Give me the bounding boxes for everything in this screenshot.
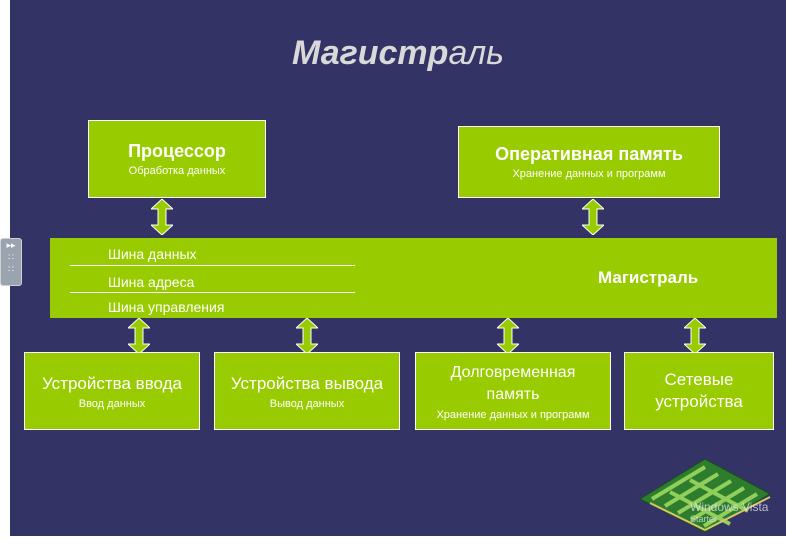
maze-decoration (638, 458, 772, 533)
network-devices-box: Сетевые устройства (624, 352, 774, 430)
ram-subtitle: Хранение данных и программ (512, 168, 666, 180)
output-title: Устройства вывода (230, 373, 384, 393)
network-bus-arrow (684, 318, 706, 354)
storage-box: Долговременная память Хранение данных и … (415, 352, 611, 430)
data-bus-label: Шина данных (108, 246, 197, 262)
storage-subtitle: Хранение данных и программ (436, 408, 590, 421)
slide-panel-handle[interactable]: ▸▸ ∷∷ (0, 238, 22, 286)
watermark-line1: Windows Vista (690, 500, 769, 514)
storage-line1: Долговременная (450, 363, 576, 381)
storage-line2: память (486, 385, 540, 403)
control-bus-label: Шина управления (108, 299, 225, 315)
output-devices-box: Устройства вывода Вывод данных (214, 352, 400, 430)
cpu-bus-arrow (151, 199, 173, 235)
storage-bus-arrow (497, 318, 519, 354)
ram-title: Оперативная память (495, 144, 683, 164)
cpu-box: Процессор Обработка данных (88, 120, 266, 198)
slide: Магистраль Процессор Обработка данных Оп… (10, 0, 786, 536)
input-title: Устройства ввода (42, 373, 182, 393)
grip-icon: ∷∷ (8, 252, 14, 274)
output-bus-arrow (296, 318, 318, 354)
input-bus-arrow (128, 318, 150, 354)
output-subtitle: Вывод данных (269, 397, 345, 410)
data-bus-line (70, 265, 355, 266)
title-regular-part: аль (448, 34, 505, 72)
input-subtitle: Ввод данных (78, 397, 146, 410)
input-devices-box: Устройства ввода Ввод данных (24, 352, 200, 430)
watermark-text: Windows Vista Starter (690, 500, 768, 524)
ram-bus-arrow (582, 199, 604, 235)
network-line1: Сетевые (664, 370, 734, 389)
system-bus: Шина данных Шина адреса Шина управления … (50, 238, 777, 318)
title-bold-part: Магистр (291, 34, 449, 72)
expand-arrows-icon: ▸▸ (6, 240, 16, 250)
network-line2: устройства (655, 392, 743, 411)
slide-title: Магистраль (10, 34, 786, 73)
address-bus-label: Шина адреса (108, 274, 195, 290)
ram-box: Оперативная память Хранение данных и про… (458, 126, 720, 198)
watermark-line2: Starter (690, 514, 718, 524)
bus-title: Магистраль (598, 268, 699, 287)
address-bus-line (70, 292, 355, 293)
cpu-title: Процессор (128, 141, 226, 161)
cpu-subtitle: Обработка данных (128, 165, 226, 177)
